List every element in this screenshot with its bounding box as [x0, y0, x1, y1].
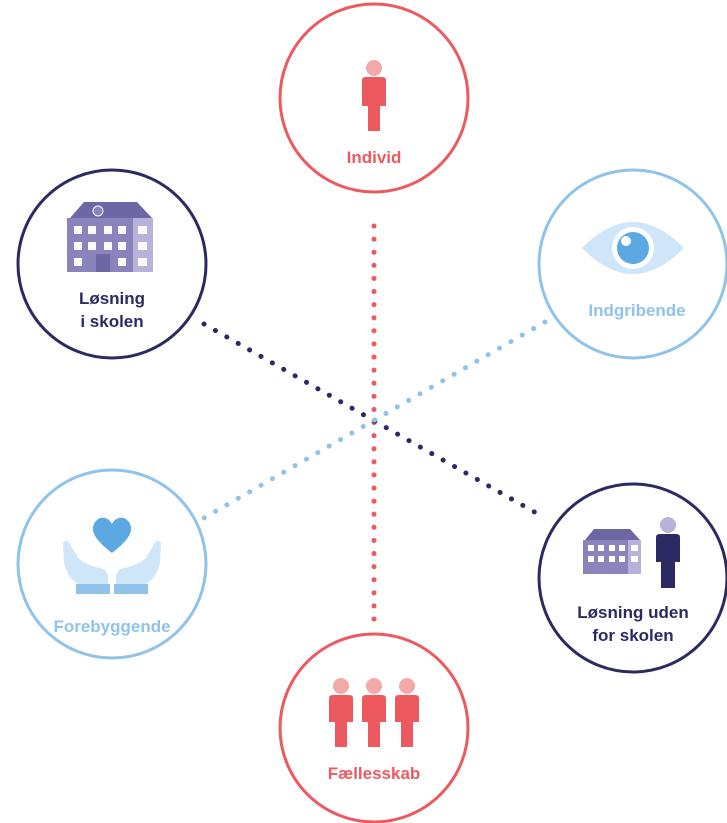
person-icon	[362, 60, 386, 131]
node-losning-uden-circle	[537, 482, 727, 674]
node-losning-uden-label-line2: for skolen	[592, 626, 673, 645]
school-building-icon	[67, 202, 153, 272]
node-losning-i-skolen-label-line1: Løsning	[79, 289, 145, 308]
node-losning-uden-for-skolen: Løsning uden for skolen	[537, 482, 727, 674]
node-indgribende-label: Indgribende	[588, 301, 685, 320]
node-individ: Individ	[278, 2, 470, 194]
school-and-person-icon	[583, 517, 680, 588]
node-forebyggende: Forebyggende	[16, 468, 208, 660]
group-of-people-icon	[329, 678, 419, 747]
connector-indgribende-forebyggende	[201, 319, 548, 521]
node-losning-i-skolen: Løsning i skolen	[16, 168, 208, 360]
node-faellesskab: Fællesskab	[278, 632, 470, 823]
node-forebyggende-label: Forebyggende	[53, 617, 170, 636]
node-losning-i-skolen-label-line2: i skolen	[80, 312, 143, 331]
node-individ-label: Individ	[347, 148, 402, 167]
node-faellesskab-label: Fællesskab	[328, 764, 421, 783]
connectors	[201, 223, 548, 623]
node-forebyggende-circle	[16, 468, 208, 660]
eye-icon	[582, 222, 684, 274]
node-indgribende: Indgribende	[537, 168, 727, 360]
hands-heart-icon	[63, 517, 161, 594]
node-losning-uden-label-line1: Løsning uden	[577, 603, 688, 622]
